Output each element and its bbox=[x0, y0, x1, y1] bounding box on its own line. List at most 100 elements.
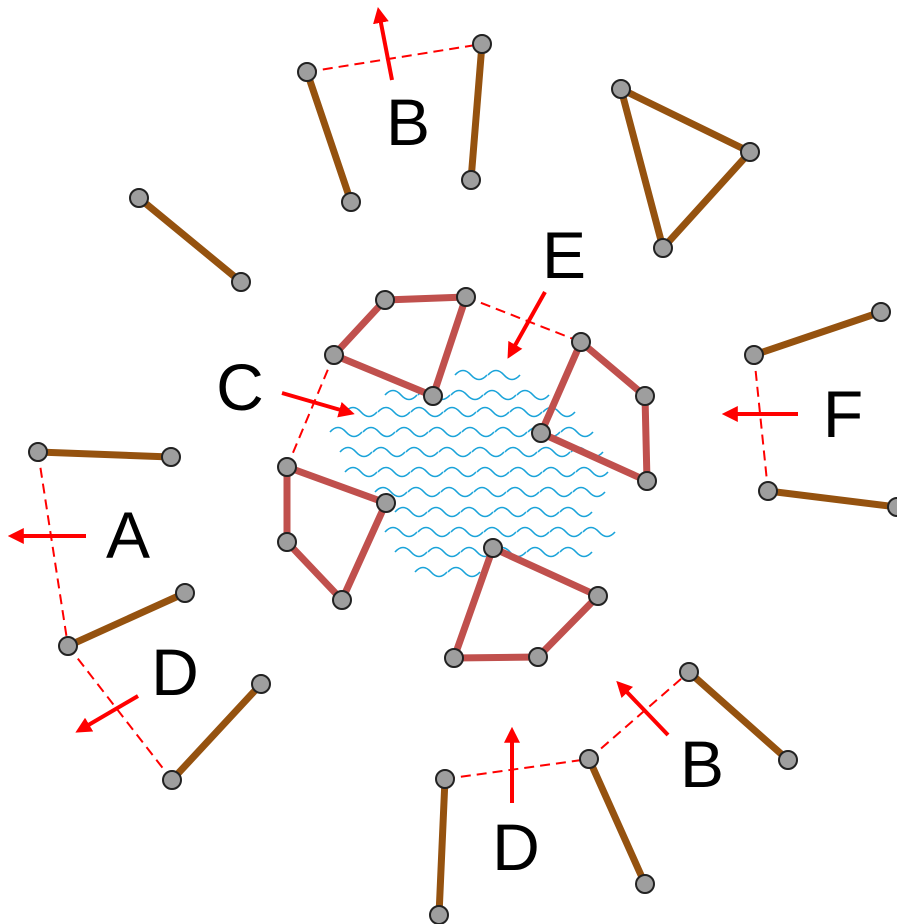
water-wave bbox=[395, 426, 429, 438]
water-wave bbox=[542, 406, 576, 418]
water-wave bbox=[461, 426, 495, 438]
joint-node bbox=[435, 769, 455, 789]
water-wave bbox=[407, 486, 441, 498]
water-wave bbox=[394, 546, 428, 558]
joint-node bbox=[423, 386, 443, 406]
water-wave bbox=[329, 426, 363, 438]
water-wave bbox=[516, 526, 550, 538]
water-wave bbox=[476, 466, 510, 478]
dashed-link-bottom-d bbox=[444, 758, 590, 780]
water-wave bbox=[582, 526, 616, 538]
arrow-c bbox=[281, 391, 355, 418]
arrow-b-bottom bbox=[616, 680, 670, 737]
water-wave bbox=[384, 389, 418, 401]
joint-node bbox=[483, 538, 503, 558]
water-wave bbox=[427, 506, 461, 518]
joint-node bbox=[251, 674, 271, 694]
link-bottom-right bbox=[685, 668, 792, 764]
water-wave bbox=[410, 466, 444, 478]
link-right-upper bbox=[750, 308, 885, 359]
joint-node bbox=[579, 749, 599, 769]
water-wave bbox=[440, 486, 474, 498]
water-wave bbox=[377, 466, 411, 478]
water-wave bbox=[428, 426, 462, 438]
water-wave bbox=[494, 426, 528, 438]
joint-node bbox=[637, 471, 657, 491]
water-waves bbox=[329, 369, 616, 578]
link-top-right bbox=[467, 40, 486, 184]
dashed-link-inner-e bbox=[465, 296, 582, 343]
water-wave bbox=[372, 446, 406, 458]
link-bottom-left bbox=[435, 775, 449, 919]
water-wave bbox=[394, 506, 428, 518]
joint-node bbox=[635, 874, 655, 894]
link-right-lower bbox=[764, 487, 897, 511]
joint-node bbox=[28, 442, 48, 462]
joint-node bbox=[341, 192, 361, 212]
dashed-link-left-d bbox=[67, 645, 173, 781]
water-wave bbox=[559, 546, 593, 558]
water-wave bbox=[374, 486, 408, 498]
link-top-left bbox=[303, 68, 355, 206]
arrow-d-left bbox=[75, 694, 140, 733]
water-wave bbox=[483, 389, 517, 401]
joint-node bbox=[231, 272, 251, 292]
joints bbox=[28, 34, 897, 924]
water-wave bbox=[471, 446, 505, 458]
joint-node bbox=[444, 648, 464, 668]
water-wave bbox=[537, 446, 571, 458]
water-wave bbox=[526, 506, 560, 518]
link-triangle bbox=[617, 85, 754, 252]
joint-node bbox=[871, 302, 891, 322]
joint-node bbox=[531, 423, 551, 443]
water-wave bbox=[516, 389, 550, 401]
water-wave bbox=[487, 369, 521, 381]
water-wave bbox=[560, 426, 594, 438]
water-wave bbox=[509, 406, 543, 418]
joint-node bbox=[175, 583, 195, 603]
joint-node bbox=[887, 497, 897, 517]
joint-node bbox=[297, 62, 317, 82]
joint-node bbox=[277, 532, 297, 552]
water-wave bbox=[339, 446, 373, 458]
inner-link-upper-left bbox=[330, 293, 470, 400]
label-a: A bbox=[106, 498, 150, 572]
label-d-left: D bbox=[151, 635, 199, 709]
water-wave bbox=[362, 426, 396, 438]
water-wave bbox=[377, 406, 411, 418]
water-wave bbox=[414, 566, 448, 578]
joint-node bbox=[461, 170, 481, 190]
water-wave bbox=[559, 506, 593, 518]
joint-node bbox=[611, 79, 631, 99]
water-wave bbox=[539, 486, 573, 498]
label-b-top: B bbox=[386, 85, 430, 159]
joint-node bbox=[162, 770, 182, 790]
joint-node bbox=[456, 287, 476, 307]
water-wave bbox=[460, 506, 494, 518]
water-wave bbox=[526, 546, 560, 558]
label-d-bottom: D bbox=[492, 810, 540, 884]
water-wave bbox=[575, 466, 609, 478]
water-wave bbox=[344, 406, 378, 418]
dashed-link-top-b bbox=[306, 43, 483, 73]
water-wave bbox=[493, 506, 527, 518]
water-wave bbox=[438, 446, 472, 458]
label-b-bottom: B bbox=[680, 727, 724, 801]
water-wave bbox=[443, 466, 477, 478]
inner-link-bottom bbox=[450, 544, 602, 662]
joint-node bbox=[758, 481, 778, 501]
inner-link-upper-right bbox=[537, 338, 651, 485]
water-wave bbox=[405, 446, 439, 458]
link-upper-left bbox=[135, 194, 245, 286]
water-wave bbox=[427, 546, 461, 558]
joint-node bbox=[277, 457, 297, 477]
dashed-link-right-f bbox=[753, 354, 769, 492]
joint-node bbox=[472, 34, 492, 54]
joint-node bbox=[429, 905, 449, 924]
label-f: F bbox=[823, 377, 863, 451]
joint-node bbox=[375, 290, 395, 310]
joint-node bbox=[161, 447, 181, 467]
dashed-link-inner-c bbox=[286, 354, 335, 468]
link-bottom-middle bbox=[585, 755, 649, 888]
